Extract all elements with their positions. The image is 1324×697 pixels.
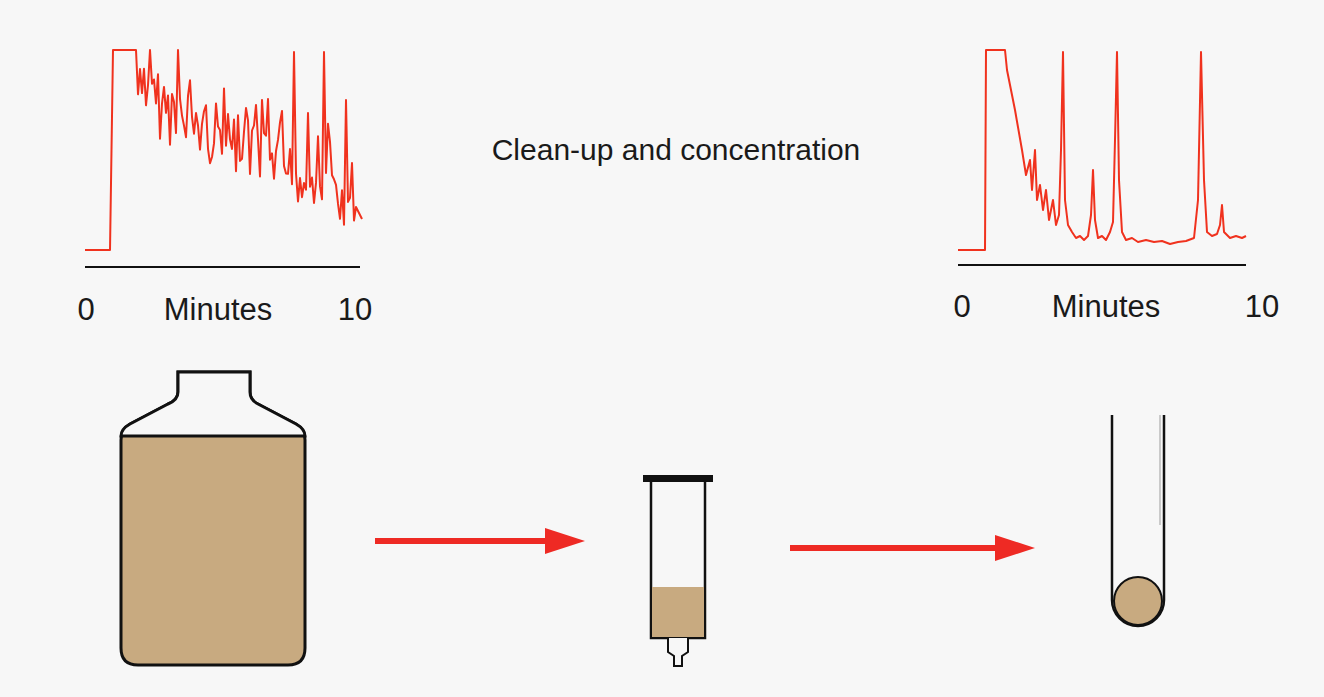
time-axis <box>85 266 360 268</box>
axis-tick-label: 0 <box>953 291 970 322</box>
arrow-head <box>545 528 585 554</box>
axis-tick-label: 0 <box>77 294 94 325</box>
time-axis <box>958 264 1246 266</box>
cartridge-tip <box>668 638 688 666</box>
axis-tick-label: 10 <box>1245 291 1279 322</box>
chromatogram-trace <box>85 50 362 250</box>
test-tube <box>1112 415 1164 626</box>
axis-title: Minutes <box>164 294 273 325</box>
axis-title: Minutes <box>1052 291 1161 322</box>
tube-highlight <box>1159 415 1161 525</box>
bottle-headspace <box>121 372 305 436</box>
flow-arrow <box>790 545 1000 551</box>
spe-cartridge <box>651 480 705 638</box>
process-caption: Clean-up and concentration <box>492 135 861 165</box>
flow-arrow <box>375 538 550 544</box>
sorbent-bed <box>652 587 704 637</box>
cartridge-cap <box>643 475 713 482</box>
arrow-head <box>995 535 1035 561</box>
axis-tick-label: 10 <box>338 294 372 325</box>
concentrated-extract <box>1114 577 1162 625</box>
chromatogram-trace <box>958 50 1246 250</box>
sample-bottle <box>121 372 305 665</box>
